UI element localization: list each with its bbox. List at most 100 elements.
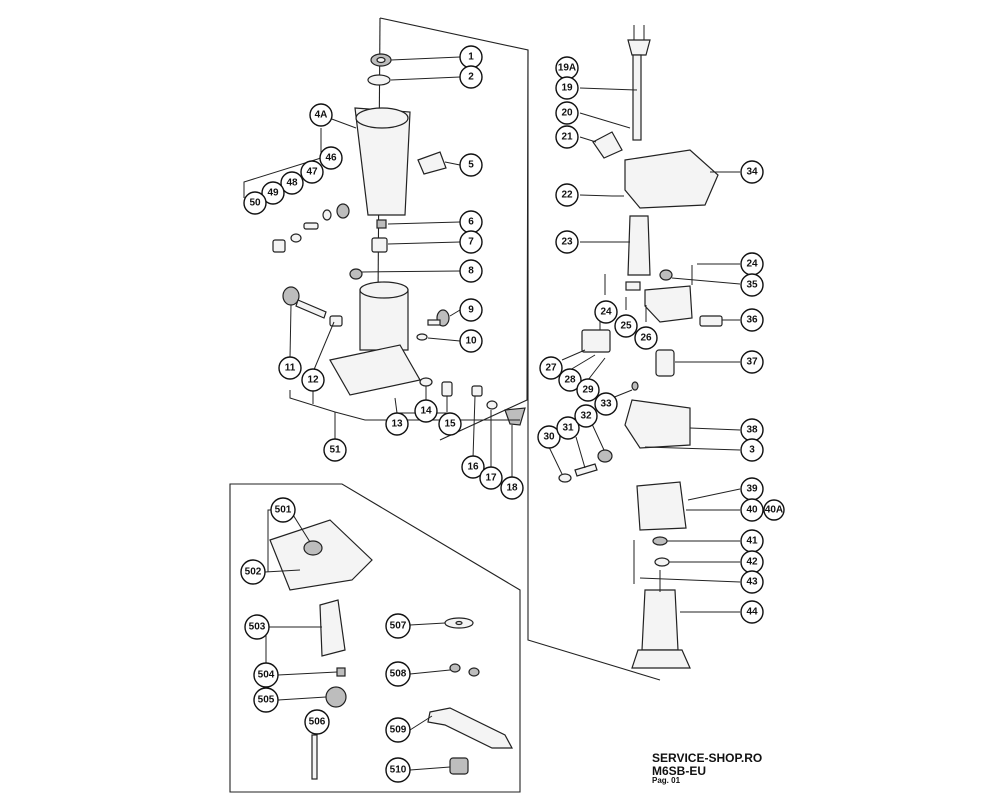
page-number: Pag. 01	[652, 776, 681, 786]
svg-text:40A: 40A	[765, 505, 783, 516]
svg-text:2: 2	[468, 72, 474, 83]
callout-23: 23	[555, 230, 579, 254]
callout-507: 507	[385, 613, 411, 639]
callout-27: 27	[539, 356, 563, 380]
callout-509: 509	[385, 717, 411, 743]
callout-10: 10	[459, 329, 483, 353]
callout-24-left: 24	[594, 300, 618, 324]
svg-text:19A: 19A	[558, 63, 576, 74]
callout-503: 503	[244, 614, 270, 640]
svg-text:9: 9	[468, 305, 474, 316]
svg-text:8: 8	[468, 266, 474, 277]
callout-19: 19	[555, 76, 579, 100]
callout-3: 3	[740, 438, 764, 462]
callout-28: 28	[558, 368, 582, 392]
callout-14: 14	[414, 399, 438, 423]
callout-36: 36	[740, 308, 764, 332]
callout-16: 16	[461, 455, 485, 479]
callout-504: 504	[253, 662, 279, 688]
svg-text:51: 51	[329, 445, 341, 456]
callout-510: 510	[385, 757, 411, 783]
callout-33: 33	[594, 392, 618, 416]
callout-21: 21	[555, 125, 579, 149]
callout-5: 5	[459, 153, 483, 177]
svg-text:16: 16	[467, 462, 479, 473]
callout-34: 34	[740, 160, 764, 184]
svg-text:37: 37	[746, 357, 758, 368]
callout-35: 35	[740, 273, 764, 297]
callout-508: 508	[385, 661, 411, 687]
svg-text:23: 23	[561, 237, 573, 248]
svg-text:41: 41	[746, 536, 758, 547]
svg-text:30: 30	[543, 432, 555, 443]
callout-32: 32	[574, 404, 598, 428]
svg-text:501: 501	[275, 505, 292, 516]
callout-9: 9	[459, 298, 483, 322]
svg-text:32: 32	[580, 411, 592, 422]
shop-name: SERVICE-SHOP.RO	[652, 751, 763, 765]
callout-25: 25	[614, 314, 638, 338]
svg-text:40: 40	[746, 505, 758, 516]
callout-40: 40	[740, 498, 764, 522]
callout-49: 49	[261, 181, 285, 205]
callout-43: 43	[740, 570, 764, 594]
callout-40a: 40A	[763, 499, 785, 521]
svg-text:24: 24	[600, 307, 612, 318]
svg-text:507: 507	[390, 621, 407, 632]
part-shapes	[269, 25, 723, 780]
callout-11: 11	[278, 356, 302, 380]
svg-text:504: 504	[258, 670, 275, 681]
svg-text:3: 3	[749, 445, 755, 456]
svg-text:19: 19	[561, 83, 573, 94]
svg-text:5: 5	[468, 160, 474, 171]
callout-47: 47	[300, 160, 324, 184]
callout-7: 7	[459, 230, 483, 254]
svg-text:10: 10	[465, 336, 477, 347]
svg-text:47: 47	[306, 167, 318, 178]
callout-20: 20	[555, 101, 579, 125]
svg-text:17: 17	[485, 473, 497, 484]
svg-text:43: 43	[746, 577, 758, 588]
callout-15: 15	[438, 412, 462, 436]
svg-text:50: 50	[249, 198, 261, 209]
callout-44: 44	[740, 600, 764, 624]
svg-text:25: 25	[620, 321, 632, 332]
callout-41: 41	[740, 529, 764, 553]
callout-2: 2	[459, 65, 483, 89]
svg-text:20: 20	[561, 108, 573, 119]
svg-text:26: 26	[640, 333, 652, 344]
callout-19a: 19A	[555, 56, 579, 80]
svg-text:6: 6	[468, 217, 474, 228]
callout-6: 6	[459, 210, 483, 234]
callout-51: 51	[323, 438, 347, 462]
svg-text:4A: 4A	[315, 110, 328, 121]
svg-text:33: 33	[600, 399, 612, 410]
svg-text:1: 1	[468, 52, 474, 63]
svg-text:44: 44	[746, 607, 758, 618]
svg-text:7: 7	[468, 237, 474, 248]
callout-46: 46	[319, 146, 343, 170]
callout-48: 48	[280, 171, 304, 195]
callout-bubbles: 1 2 4A 5 46 47 48 49 50 6 7 8 9 10 11 12…	[240, 45, 785, 783]
callout-1: 1	[459, 45, 483, 69]
callout-17: 17	[479, 466, 503, 490]
svg-text:36: 36	[746, 315, 758, 326]
svg-text:510: 510	[390, 765, 407, 776]
svg-text:48: 48	[286, 178, 298, 189]
svg-text:39: 39	[746, 484, 758, 495]
svg-text:506: 506	[309, 717, 326, 728]
callout-12: 12	[301, 368, 325, 392]
callout-38: 38	[740, 418, 764, 442]
svg-text:34: 34	[746, 167, 758, 178]
callout-18: 18	[500, 476, 524, 500]
svg-text:508: 508	[390, 669, 407, 680]
callout-24-right: 24	[740, 252, 764, 276]
callout-8: 8	[459, 259, 483, 283]
callout-42: 42	[740, 550, 764, 574]
svg-text:509: 509	[390, 725, 407, 736]
callout-50: 50	[243, 191, 267, 215]
svg-text:38: 38	[746, 425, 758, 436]
footer-block: SERVICE-SHOP.RO M6SB-EU Pag. 01	[652, 752, 762, 786]
callout-31: 31	[556, 416, 580, 440]
